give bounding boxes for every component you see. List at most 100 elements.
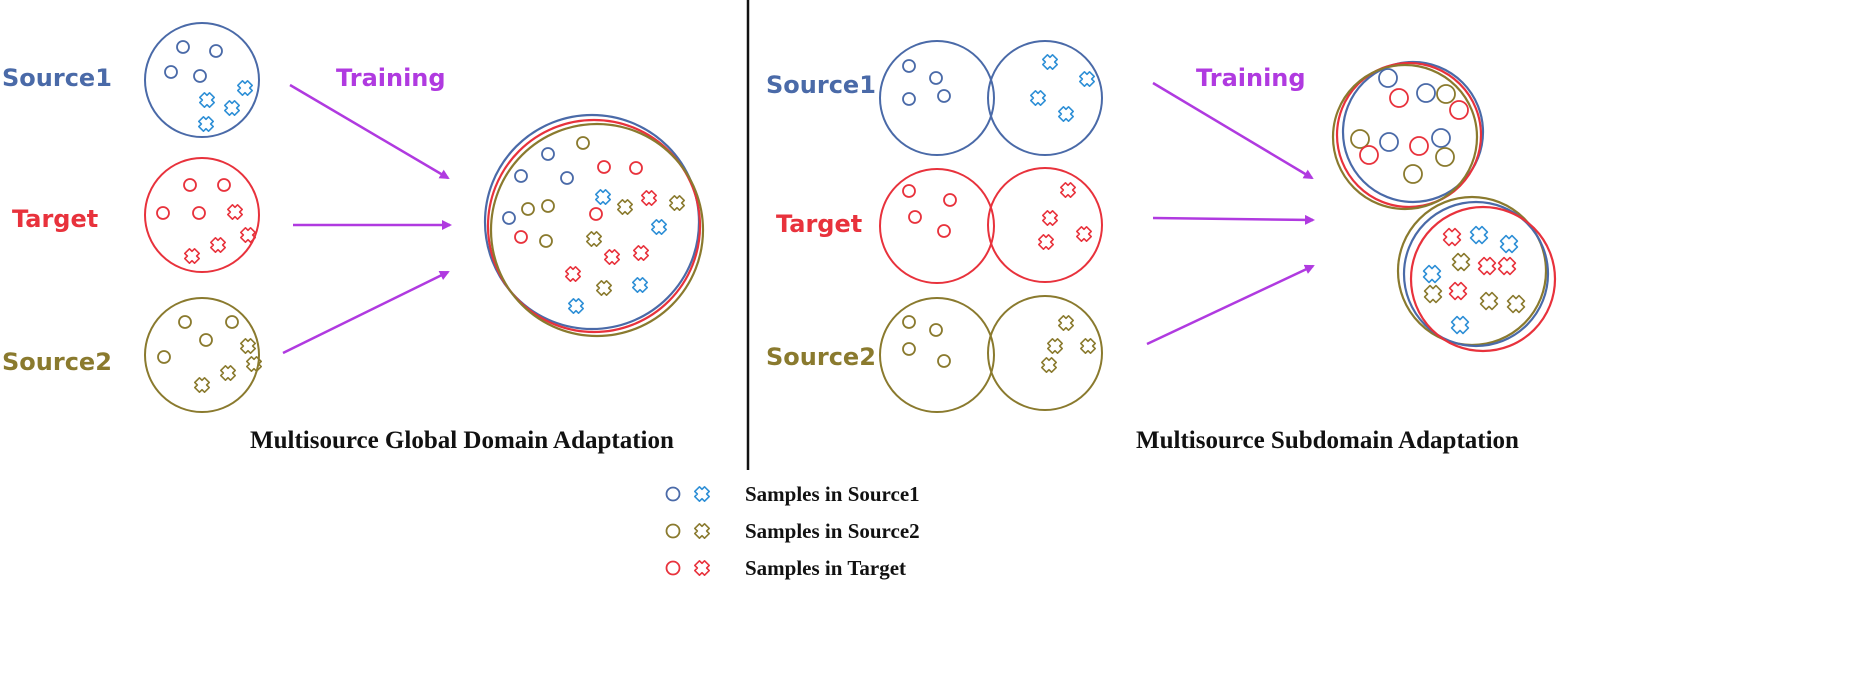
left-domain-clusters	[144, 22, 263, 413]
cross-marker-icon	[1057, 105, 1075, 123]
circle-marker-icon	[1431, 128, 1451, 148]
circle-marker-icon	[514, 169, 528, 183]
left-panel-title: Multisource Global Domain Adaptation	[250, 427, 674, 454]
right-training-label: Training	[1196, 64, 1306, 92]
cross-marker-icon	[1057, 314, 1075, 332]
cross-marker-icon	[209, 236, 227, 254]
cross-marker-icon	[595, 279, 613, 297]
circle-marker-icon	[937, 89, 951, 103]
cross-marker-icon	[650, 218, 668, 236]
subdomain-merged-clusters	[1331, 60, 1557, 353]
left-label-source1: Source1	[2, 64, 112, 92]
cross-marker-icon	[183, 247, 201, 265]
left-training-label: Training	[336, 64, 446, 92]
circle-marker-icon	[193, 69, 207, 83]
legend-label: Samples in Target	[745, 556, 906, 580]
arrow-source2-to-merged	[282, 270, 450, 355]
left-label-target: Target	[12, 205, 98, 233]
circle-marker-icon	[908, 210, 922, 224]
circle-marker-icon	[178, 315, 192, 329]
circle-marker-icon	[929, 323, 943, 337]
circle-marker-icon	[1403, 164, 1423, 184]
circle-marker-icon	[665, 486, 681, 502]
cross-marker-icon	[603, 248, 621, 266]
right-target-class-a-circle	[879, 168, 995, 284]
cross-marker-icon	[1450, 315, 1470, 335]
right-target-class-b-circle	[987, 167, 1103, 283]
circle-marker-icon	[192, 206, 206, 220]
cross-marker-icon	[193, 376, 211, 394]
cross-marker-icon	[219, 364, 237, 382]
right-source2-class-b-circle	[987, 295, 1103, 411]
circle-marker-icon	[1379, 132, 1399, 152]
cross-marker-icon	[1477, 256, 1497, 276]
circle-marker-icon	[1409, 136, 1429, 156]
legend-label: Samples in Source2	[745, 519, 920, 543]
merged-source1-boundary	[483, 113, 701, 331]
circle-marker-icon	[209, 44, 223, 58]
cross-marker-icon	[693, 559, 711, 577]
cross-marker-icon	[197, 115, 215, 133]
left-label-source2: Source2	[2, 348, 112, 376]
circle-marker-icon	[176, 40, 190, 54]
right-source1-class-b-circle	[987, 40, 1103, 156]
target-domain-circle	[144, 157, 260, 273]
subdomain-a-source1-boundary	[1341, 60, 1485, 204]
cross-marker-icon	[1046, 337, 1064, 355]
circle-marker-icon	[665, 523, 681, 539]
right-panel-title: Multisource Subdomain Adaptation	[1136, 427, 1519, 454]
circle-marker-icon	[514, 230, 528, 244]
circle-marker-icon	[629, 161, 643, 175]
circle-marker-icon	[183, 178, 197, 192]
cross-marker-icon	[1497, 256, 1517, 276]
cross-marker-icon	[632, 244, 650, 262]
right-subdomain-clusters	[879, 40, 1103, 413]
cross-marker-icon	[1029, 89, 1047, 107]
circle-marker-icon	[521, 202, 535, 216]
circle-marker-icon	[502, 211, 516, 225]
cross-marker-icon	[668, 194, 686, 212]
circle-marker-icon	[902, 59, 916, 73]
circle-marker-icon	[225, 315, 239, 329]
arrow-right-target	[1152, 214, 1315, 225]
circle-marker-icon	[665, 560, 681, 576]
cross-marker-icon	[1078, 70, 1096, 88]
circle-marker-icon	[541, 199, 555, 213]
circle-marker-icon	[541, 147, 555, 161]
circle-marker-icon	[1378, 68, 1398, 88]
cross-marker-icon	[631, 276, 649, 294]
circle-marker-icon	[199, 333, 213, 347]
cross-marker-icon	[1079, 337, 1097, 355]
legend-item: Samples in Target	[665, 556, 906, 580]
circle-marker-icon	[164, 65, 178, 79]
cross-marker-icon	[245, 355, 263, 373]
cross-marker-icon	[693, 485, 711, 503]
circle-marker-icon	[1416, 83, 1436, 103]
cross-marker-icon	[1040, 356, 1058, 374]
cross-marker-icon	[1442, 227, 1462, 247]
circle-marker-icon	[560, 171, 574, 185]
circle-marker-icon	[943, 193, 957, 207]
cross-marker-icon	[198, 91, 216, 109]
source2-domain-circle	[144, 297, 260, 413]
circle-marker-icon	[539, 234, 553, 248]
circle-marker-icon	[1389, 88, 1409, 108]
circle-marker-icon	[937, 354, 951, 368]
circle-marker-icon	[1436, 84, 1456, 104]
subdomain-b-source1-boundary	[1402, 200, 1550, 348]
circle-marker-icon	[902, 184, 916, 198]
right-source2-class-a-circle	[879, 297, 995, 413]
circle-marker-icon	[156, 206, 170, 220]
legend-item: Samples in Source2	[665, 519, 920, 543]
cross-marker-icon	[693, 522, 711, 540]
circle-marker-icon	[902, 92, 916, 106]
arrow-right-source1	[1152, 81, 1314, 180]
cross-marker-icon	[1037, 233, 1055, 251]
cross-marker-icon	[1499, 234, 1519, 254]
circle-marker-icon	[1449, 100, 1469, 120]
cross-marker-icon	[1041, 53, 1059, 71]
cross-marker-icon	[1448, 281, 1468, 301]
cross-marker-icon	[1075, 225, 1093, 243]
legend-label: Samples in Source1	[745, 482, 920, 506]
